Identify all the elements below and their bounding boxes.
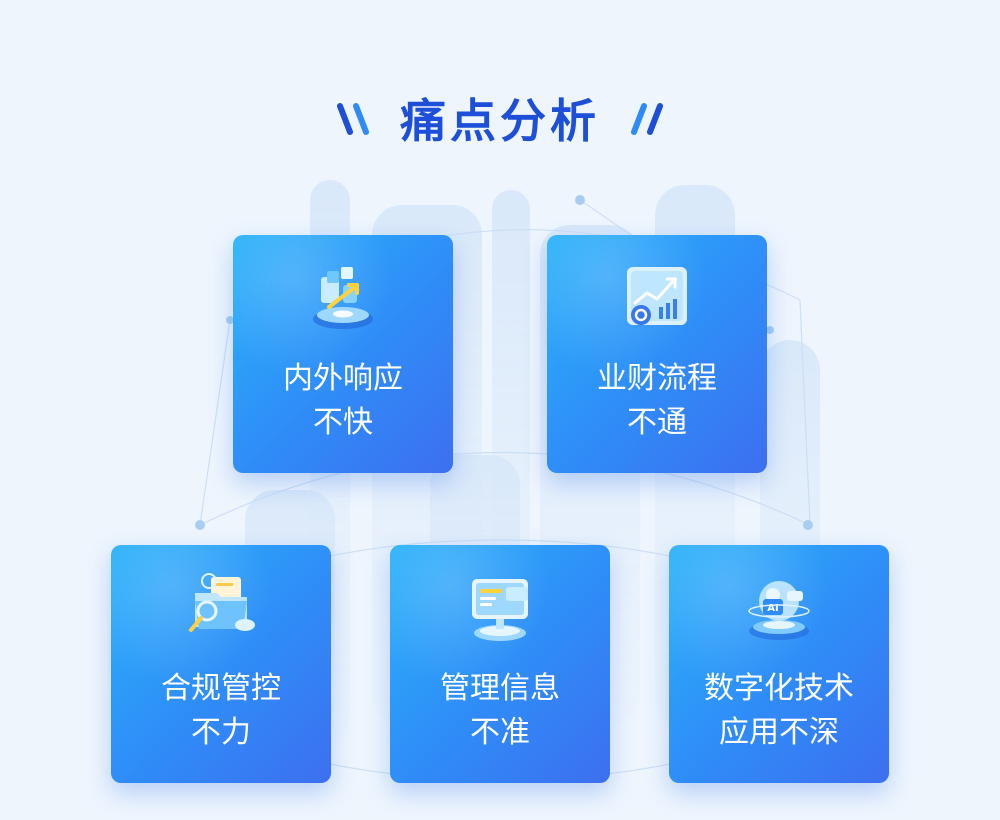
- left-slash-decoration-icon: [337, 103, 369, 135]
- card-label-line2: 不快: [313, 405, 373, 440]
- folder-search-icon: [189, 573, 255, 632]
- pain-point-card-management-info: 管理信息 不准: [390, 545, 610, 783]
- right-slash-decoration-icon: [631, 103, 663, 135]
- card-label-line2: 应用不深: [719, 715, 839, 750]
- pain-point-card-finance-flow: 业财流程 不通: [547, 235, 767, 473]
- card-label: 管理信息 不准: [390, 667, 610, 755]
- card-label-line2: 不力: [191, 715, 251, 750]
- card-label: 合规管控 不力: [111, 667, 331, 755]
- svg-text:AI: AI: [767, 603, 778, 614]
- pain-point-card-response: 内外响应 不快: [233, 235, 453, 473]
- chart-growth-icon: [627, 267, 687, 325]
- monitor-icon: [472, 579, 528, 641]
- card-label: 数字化技术 应用不深: [669, 667, 889, 755]
- pain-point-card-compliance: 合规管控 不力: [111, 545, 331, 783]
- card-label-line2: 不通: [627, 405, 687, 440]
- card-label-line1: 管理信息: [440, 671, 560, 706]
- card-label-line1: 合规管控: [161, 671, 281, 706]
- card-label: 内外响应 不快: [233, 357, 453, 445]
- cube-growth-icon: [313, 267, 373, 329]
- card-label-line1: 业财流程: [597, 361, 717, 396]
- section-header: 痛点分析: [0, 88, 1000, 148]
- card-label-line1: 内外响应: [283, 361, 403, 396]
- card-label-line2: 不准: [470, 715, 530, 750]
- card-label: 业财流程 不通: [547, 357, 767, 445]
- pain-point-card-digital-tech: AI 数字化技术 应用不深: [669, 545, 889, 783]
- page-title: 痛点分析: [400, 94, 600, 148]
- card-label-line1: 数字化技术: [704, 671, 854, 706]
- ai-sphere-icon: AI: [748, 581, 810, 640]
